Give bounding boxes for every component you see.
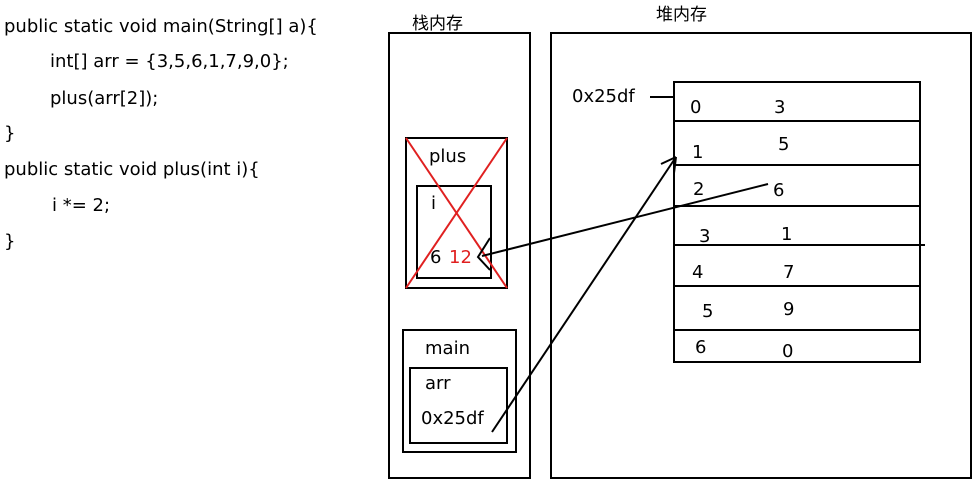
array-row-divider: [673, 244, 925, 246]
code-line-2: int[] arr = {3,5,6,1,7,9,0};: [50, 51, 289, 72]
plus-var-name: i: [431, 193, 437, 214]
plus-frame-label: plus: [429, 146, 467, 167]
stack-memory-box: [388, 32, 531, 479]
heap-array-address: 0x25df: [572, 86, 635, 107]
code-line-5: public static void plus(int i){: [4, 159, 260, 180]
code-line-4: }: [4, 123, 16, 144]
plus-var-new-value: 12: [449, 247, 472, 268]
heap-array: [673, 81, 921, 363]
array-row-divider: [673, 329, 921, 331]
array-value: 5: [778, 134, 790, 155]
main-frame: [402, 329, 517, 453]
main-frame-label: main: [425, 338, 470, 359]
array-value: 6: [773, 180, 785, 201]
plus-var-old-value: 6: [430, 247, 442, 268]
plus-var-box: [416, 185, 492, 279]
address-connector: [650, 96, 675, 98]
array-index: 5: [702, 301, 714, 322]
code-line-7: }: [4, 231, 16, 252]
array-row-divider: [673, 285, 921, 287]
array-row-divider: [673, 120, 921, 122]
array-value: 3: [774, 97, 786, 118]
array-index: 3: [699, 226, 711, 247]
main-var-name: arr: [425, 373, 451, 394]
arrow-value-copy: [476, 183, 769, 271]
array-index: 4: [692, 262, 704, 283]
main-var-box: [409, 367, 508, 444]
array-index: 2: [693, 179, 705, 200]
array-index: 0: [690, 97, 702, 118]
plus-frame: [405, 137, 508, 289]
array-value: 1: [781, 224, 793, 245]
frame-popped-cross: [405, 137, 508, 289]
code-line-3: plus(arr[2]);: [50, 88, 159, 109]
heap-memory-box: [550, 32, 972, 479]
array-value: 0: [782, 341, 794, 362]
heap-title: 堆内存: [656, 5, 707, 25]
code-line-6: i *= 2;: [52, 195, 111, 216]
main-var-value: 0x25df: [421, 408, 484, 429]
array-row-divider: [673, 164, 921, 166]
array-index: 1: [692, 142, 704, 163]
array-value: 9: [783, 299, 795, 320]
array-value: 7: [783, 262, 795, 283]
stack-title: 栈内存: [412, 14, 463, 34]
arrow-arr-reference: [491, 156, 677, 433]
array-index: 6: [695, 337, 707, 358]
array-row-divider: [673, 205, 921, 207]
code-line-1: public static void main(String[] a){: [4, 16, 318, 37]
